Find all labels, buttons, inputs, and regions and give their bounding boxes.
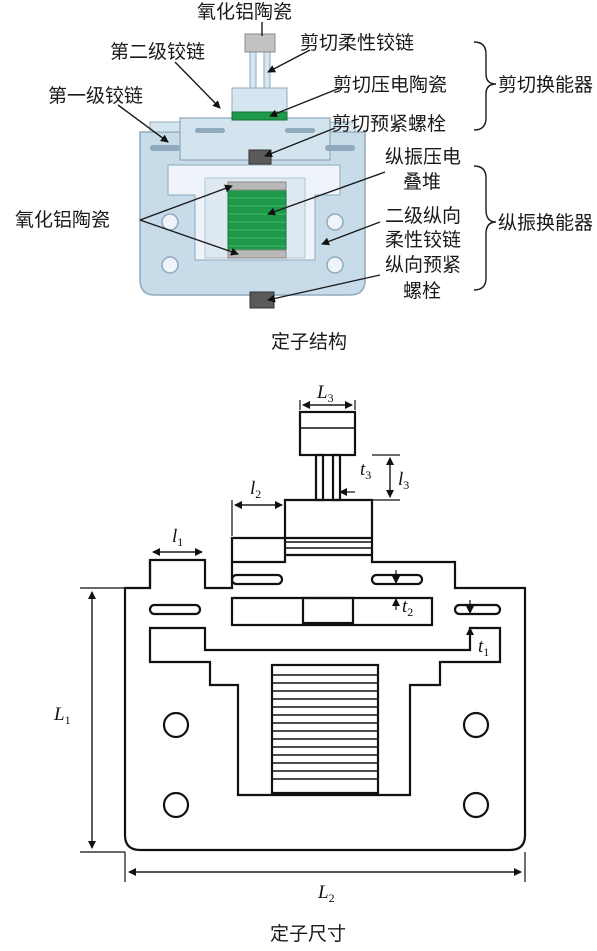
caption-stator-structure: 定子结构: [271, 331, 347, 353]
lower-cavity: [148, 626, 502, 797]
dim-L2: L2: [317, 882, 335, 905]
alumina-ceramic-pad: [227, 181, 287, 191]
hinge-slot-outline: [148, 603, 202, 616]
dimension-lines: [80, 400, 526, 882]
hinge-slot: [150, 145, 180, 151]
dim-t3: t3: [360, 459, 371, 482]
label-alumina-left: 氧化铝陶瓷: [15, 209, 110, 231]
dim-t1: t1: [478, 636, 489, 659]
label-second-hinge: 第二级铰链: [110, 41, 205, 63]
label-longitudinal-piezo-1: 纵振压电: [385, 146, 461, 168]
label-second-long-hinge-2: 柔性铰链: [385, 229, 461, 251]
mount-hole-outline: [462, 711, 490, 739]
mount-hole: [161, 256, 179, 274]
label-first-hinge: 第一级铰链: [48, 85, 143, 107]
shear-piezo-ceramic: [231, 111, 288, 121]
piezo-stack-outline: [270, 663, 380, 795]
label-shear-preload-bolt: 剪切预紧螺栓: [332, 113, 446, 135]
dimension-labels: L3 t3 l3 l2 l1 t2 t1 L1 L2 定子尺寸: [53, 382, 489, 945]
label-longitudinal-preload-bolt-2: 螺栓: [403, 280, 441, 302]
shear-hinge-post: [314, 453, 325, 502]
dim-L1: L1: [53, 704, 71, 727]
top-ceramic-outline: [298, 410, 357, 457]
label-longitudinal-transducer: 纵振换能器: [498, 212, 593, 234]
shear-hinge-post: [331, 453, 342, 502]
label-longitudinal-preload-bolt-1: 纵向预紧: [385, 254, 461, 276]
shear-flex-hinge: [249, 51, 257, 89]
label-longitudinal-piezo-2: 叠堆: [403, 171, 441, 193]
dim-L3: L3: [316, 382, 334, 405]
label-second-long-hinge-1: 二级纵向: [385, 205, 461, 227]
alumina-ceramic-pad: [227, 249, 287, 259]
hinge-slot-outline: [370, 573, 424, 586]
stator-dimension-drawing: [123, 410, 527, 852]
hinge-slot: [285, 128, 315, 133]
hinge-slot-outline: [453, 603, 502, 616]
shear-preload-bolt: [248, 149, 272, 165]
stator-structure-illustration: [139, 33, 366, 309]
upper-cavity: [230, 596, 434, 627]
mount-hole: [326, 256, 344, 274]
leader-lines: [117, 22, 497, 303]
piezo-stack-stripes: [272, 541, 378, 780]
dim-t2: t2: [402, 596, 413, 619]
mount-hole-outline: [162, 791, 190, 819]
dim-l3: l3: [398, 469, 409, 492]
caption-stator-dimensions: 定子尺寸: [270, 923, 346, 945]
alumina-ceramic-top: [244, 33, 276, 53]
label-shear-transducer: 剪切换能器: [498, 74, 593, 96]
piezo-stack-lines: [228, 197, 286, 247]
mount-hole: [161, 213, 179, 231]
mount-hole-outline: [162, 711, 190, 739]
shear-bolt-block: [301, 596, 355, 625]
label-shear-piezo: 剪切压电陶瓷: [333, 74, 447, 96]
dim-l2: l2: [250, 478, 261, 501]
shear-flex-hinge: [263, 51, 271, 89]
mount-hole-outline: [462, 791, 490, 819]
label-shear-flex-hinge: 剪切柔性铰链: [300, 32, 414, 54]
hinge-slot: [325, 145, 355, 151]
longitudinal-piezo-stack: [227, 189, 287, 251]
dim-l1: l1: [172, 526, 183, 549]
hinge-slot: [195, 128, 225, 133]
label-alumina-top: 氧化铝陶瓷: [197, 1, 292, 23]
hinge-slot-outline: [230, 573, 284, 586]
mount-hole: [326, 213, 344, 231]
structure-labels: 氧化铝陶瓷 第二级铰链 剪切柔性铰链 第一级铰链 剪切压电陶瓷 剪切换能器 剪切…: [15, 1, 593, 353]
